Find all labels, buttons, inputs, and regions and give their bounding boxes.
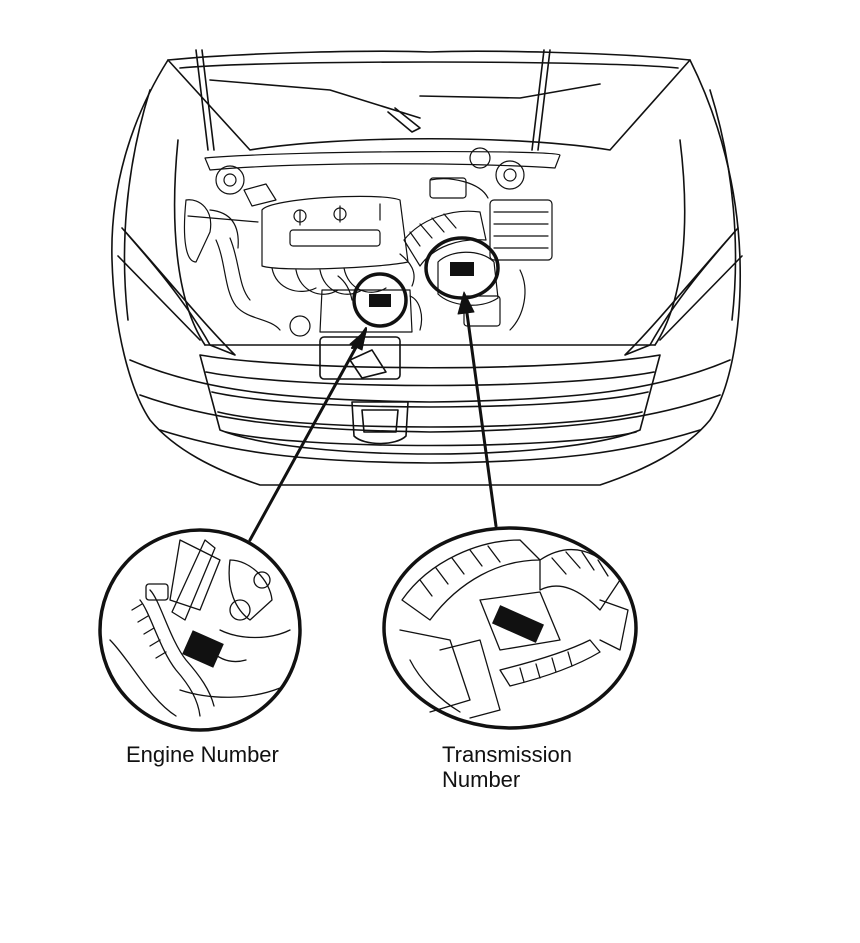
- headlight-left: [121, 227, 236, 356]
- engine-number-callout-circle: [352, 272, 408, 328]
- reservoir-cap: [469, 147, 491, 169]
- hood-strut-left: [195, 49, 209, 151]
- wiper-right: [419, 83, 601, 99]
- engine-number-detail-view: [98, 528, 302, 732]
- radiator: [319, 289, 413, 333]
- transmission-pointer-arrow: [457, 291, 498, 528]
- hood-strut-right: [531, 49, 545, 151]
- engine-number-plate: [182, 630, 224, 668]
- hood-panel: [167, 50, 691, 151]
- engine-number-plate-marker: [369, 294, 391, 307]
- brand-emblem: [351, 401, 409, 445]
- wiper-left: [209, 79, 421, 133]
- engine-pointer-arrow: [248, 327, 367, 542]
- transmission-number-detail-view: [382, 526, 638, 730]
- engine-bay: [183, 147, 561, 337]
- headlight-right: [624, 227, 739, 356]
- transmission-number-label: Transmission Number: [442, 742, 662, 792]
- car-body-outline: [111, 59, 742, 486]
- transmission-number-label-line1: Transmission: [442, 742, 572, 767]
- front-grille: [199, 354, 661, 455]
- engine-number-label: Engine Number: [126, 742, 279, 767]
- strut-tower-left: [215, 165, 245, 195]
- transmission-number-plate-marker: [450, 262, 474, 276]
- strut-tower-right: [495, 160, 525, 190]
- engine-cover: [261, 195, 409, 270]
- transmission-number-label-line2: Number: [442, 767, 521, 792]
- air-box: [489, 199, 553, 261]
- transmission-number-plate: [492, 605, 544, 643]
